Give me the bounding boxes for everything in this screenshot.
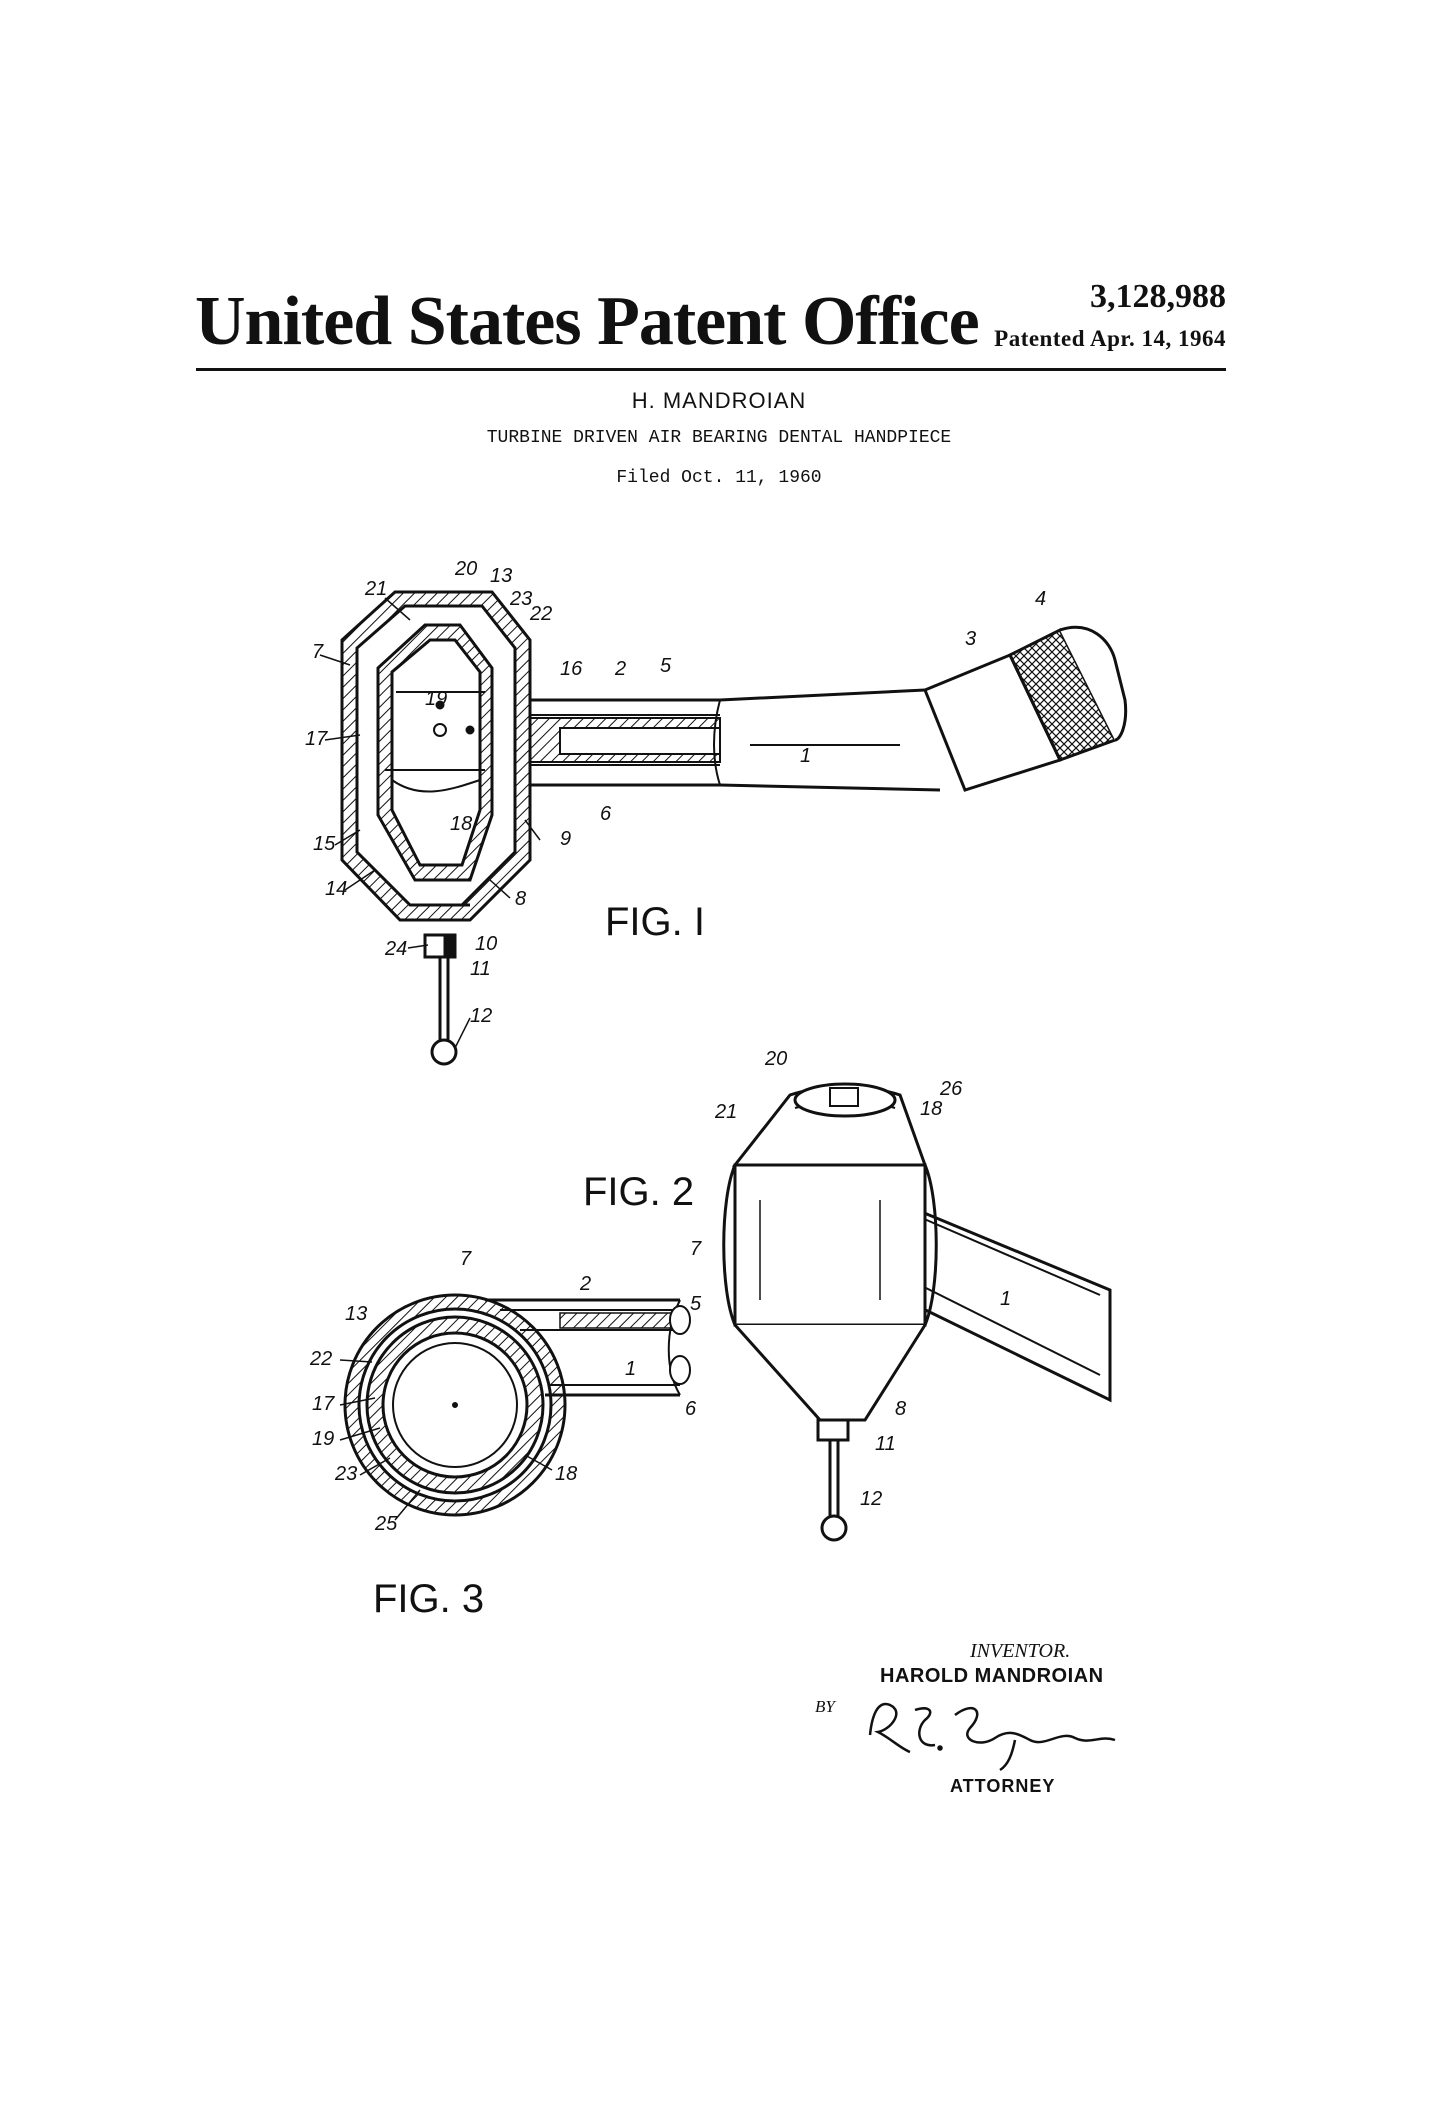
- fig2-drawing: 1 20 26 18 21 7 8 11 12: [690, 1048, 1110, 1540]
- fig2-label: FIG. 2: [583, 1170, 694, 1214]
- fig1-ref-13: 13: [490, 565, 512, 587]
- fig1-ref-12: 12: [470, 1005, 492, 1027]
- fig1-ref-1: 1: [800, 745, 811, 767]
- fig3-ref-1: 1: [625, 1358, 636, 1380]
- fig2-ref-18: 18: [920, 1098, 942, 1120]
- fig3-ref-17: 17: [312, 1393, 335, 1415]
- fig1-ref-5: 5: [660, 655, 672, 677]
- fig1-ref-24: 24: [384, 938, 407, 960]
- fig2-ref-11: 11: [875, 1433, 896, 1455]
- fig1-ref-20: 20: [454, 558, 477, 580]
- fig1-ref-16: 16: [560, 658, 583, 680]
- fig1-ref-7: 7: [312, 641, 324, 663]
- fig1-label: FIG. I: [605, 900, 705, 944]
- fig1-ref-21: 21: [364, 578, 387, 600]
- inventor-label: INVENTOR.: [970, 1640, 1070, 1663]
- fig3-ref-22: 22: [309, 1348, 332, 1370]
- fig2-ref-7: 7: [690, 1238, 702, 1260]
- fig1-ref-6: 6: [600, 803, 612, 825]
- fig3-ref-18: 18: [555, 1463, 577, 1485]
- fig1-ref-18: 18: [450, 813, 472, 835]
- fig1-ref-11: 11: [470, 958, 491, 980]
- fig1-ref-14: 14: [325, 878, 347, 900]
- fig1-drawing: 20 13 21 23 22 7 17 19 16 2 5 1 3 4 6 18…: [305, 558, 1126, 1064]
- fig1-ref-8: 8: [515, 888, 526, 910]
- fig3-ref-2: 2: [579, 1273, 591, 1295]
- fig1-ref-4: 4: [1035, 588, 1046, 610]
- fig3-ref-19: 19: [312, 1428, 334, 1450]
- fig1-ref-15: 15: [313, 833, 336, 855]
- fig3-ref-7: 7: [460, 1248, 472, 1270]
- fig1-ref-2: 2: [614, 658, 626, 680]
- fig3-ref-23: 23: [334, 1463, 357, 1485]
- fig2-ref-21: 21: [714, 1101, 737, 1123]
- fig2-ref-26: 26: [939, 1078, 963, 1100]
- fig3-ref-25: 25: [374, 1513, 398, 1535]
- attorney-signature: [870, 1704, 1115, 1770]
- fig3-label: FIG. 3: [373, 1577, 484, 1621]
- fig1-ref-10: 10: [475, 933, 497, 955]
- fig2-ref-1: 1: [1000, 1288, 1011, 1310]
- fig3-ref-5: 5: [690, 1293, 702, 1315]
- fig3-ref-6: 6: [685, 1398, 697, 1420]
- fig1-ref-22: 22: [529, 603, 552, 625]
- attorney-label: ATTORNEY: [950, 1776, 1055, 1797]
- fig1-ref-23: 23: [509, 588, 532, 610]
- fig3-drawing: 7 2 5 1 6 13 22 17 19 23 25 18: [309, 1248, 702, 1535]
- fig2-ref-12: 12: [860, 1488, 882, 1510]
- inventor-full-name: HAROLD MANDROIAN: [880, 1665, 1104, 1688]
- fig3-ref-13: 13: [345, 1303, 367, 1325]
- fig1-ref-17: 17: [305, 728, 328, 750]
- fig1-ref-3: 3: [965, 628, 976, 650]
- fig2-ref-8: 8: [895, 1398, 906, 1420]
- fig1-ref-9: 9: [560, 828, 571, 850]
- fig1-ref-19: 19: [425, 688, 447, 710]
- fig2-ref-20: 20: [764, 1048, 787, 1070]
- by-label: BY: [815, 1697, 835, 1717]
